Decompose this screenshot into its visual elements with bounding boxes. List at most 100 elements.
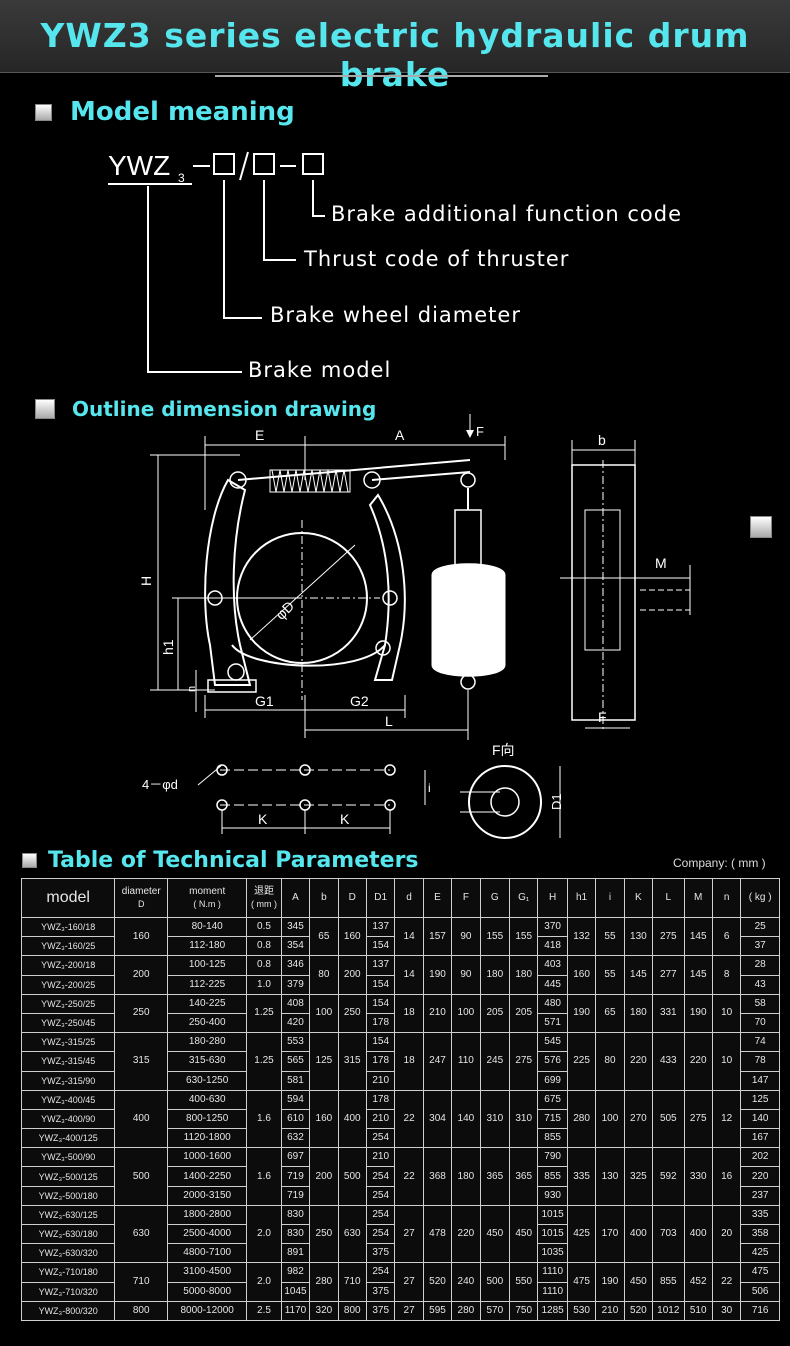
- table-cell: 140: [451, 1089, 481, 1149]
- dim-H: H: [138, 576, 154, 586]
- table-cell: 100: [595, 1089, 625, 1149]
- table-cell: YWZ₃-500/125: [20, 1166, 116, 1187]
- table-cell: 480: [537, 993, 568, 1014]
- table-cell: 250: [337, 993, 367, 1034]
- table-cell: 632: [280, 1128, 311, 1149]
- label-thrust-code: Thrust code of thruster: [304, 247, 570, 271]
- table-cell: 719: [280, 1166, 311, 1187]
- table-cell: 167: [740, 1128, 780, 1149]
- table-cell: 16: [711, 1147, 742, 1206]
- table-cell: 154: [365, 1032, 396, 1053]
- table-cell: YWZ₃-630/180: [20, 1223, 116, 1245]
- column-header: L: [652, 878, 685, 918]
- column-header: d: [394, 878, 424, 918]
- table-cell: 254: [365, 1223, 396, 1245]
- table-cell: 610: [280, 1108, 311, 1130]
- table-cell: 475: [566, 1262, 597, 1302]
- table-cell: 2000-3150: [167, 1185, 248, 1206]
- table-cell: 125: [309, 1032, 339, 1091]
- column-header: n: [711, 878, 742, 918]
- dim-L: L: [385, 713, 393, 729]
- table-cell: 830: [280, 1223, 311, 1245]
- table-cell: YWZ₃-500/180: [20, 1185, 116, 1206]
- table-cell: 425: [566, 1204, 597, 1264]
- table-cell: 140-225: [167, 993, 248, 1014]
- table-cell: 160: [566, 955, 597, 995]
- table-cell: 154: [365, 936, 396, 957]
- table-cell: 370: [537, 916, 568, 938]
- table-cell: 275: [652, 916, 685, 957]
- table-cell: 210: [422, 993, 453, 1034]
- table-cell: 190: [566, 993, 597, 1034]
- dim-G1: G1: [255, 693, 274, 709]
- column-header: i: [595, 878, 625, 918]
- table-cell: 220: [451, 1204, 481, 1264]
- table-cell: 180: [623, 993, 654, 1034]
- table-cell: 180-280: [167, 1032, 248, 1053]
- table-cell: 365: [509, 1147, 539, 1206]
- table-cell: 855: [537, 1128, 568, 1149]
- table-cell: 130: [595, 1147, 625, 1206]
- table-cell: 90: [451, 955, 481, 995]
- table-cell: 1035: [537, 1243, 568, 1264]
- column-header: moment( N.m ): [167, 878, 248, 918]
- table-cell: 1.0: [246, 974, 282, 995]
- table-cell: 14: [394, 916, 424, 957]
- table-cell: 80: [309, 955, 339, 995]
- table-cell: 280: [566, 1089, 597, 1149]
- table-cell: 630: [114, 1204, 169, 1264]
- table-cell: 530: [566, 1300, 597, 1321]
- section-table: Table of Technical Parameters: [22, 848, 419, 873]
- label-brake-model: Brake model: [248, 358, 392, 382]
- table-cell: 22: [711, 1262, 742, 1302]
- table-cell: 375: [365, 1243, 396, 1264]
- table-cell: 520: [422, 1262, 453, 1302]
- column-header: G: [479, 878, 511, 918]
- table-cell: 1120-1800: [167, 1128, 248, 1149]
- table-cell: 452: [683, 1262, 713, 1302]
- table-cell: YWZ₃-315/90: [20, 1070, 116, 1091]
- table-cell: 205: [479, 993, 511, 1034]
- table-cell: 147: [740, 1070, 780, 1091]
- column-header: h1: [566, 878, 597, 918]
- table-cell: YWZ₃-160/25: [20, 936, 116, 957]
- table-cell: 180: [479, 955, 511, 995]
- table-cell: 27: [394, 1204, 424, 1264]
- table-cell: 2500-4000: [167, 1223, 248, 1245]
- table-cell: 1000-1600: [167, 1147, 248, 1168]
- table-cell: 330: [683, 1147, 713, 1206]
- dim-K-left: K: [258, 811, 268, 827]
- table-cell: 630-1250: [167, 1070, 248, 1091]
- table-cell: 280: [309, 1262, 339, 1302]
- table-cell: 28: [740, 955, 780, 976]
- column-header: M: [683, 878, 713, 918]
- table-cell: 180: [509, 955, 539, 995]
- table-cell: 703: [652, 1204, 685, 1264]
- table-cell: 1015: [537, 1223, 568, 1245]
- table-cell: 403: [537, 955, 568, 976]
- table-cell: YWZ₃-315/45: [20, 1051, 116, 1072]
- table-cell: 137: [365, 955, 396, 976]
- table-cell: 699: [537, 1070, 568, 1091]
- table-cell: 315: [114, 1032, 169, 1091]
- dim-D1: D1: [549, 793, 564, 810]
- table-cell: 450: [623, 1262, 654, 1302]
- table-cell: 450: [509, 1204, 539, 1264]
- table-cell: 592: [652, 1147, 685, 1206]
- column-header: D: [337, 878, 367, 918]
- table-cell: 1170: [280, 1300, 311, 1321]
- table-cell: 10: [711, 993, 742, 1034]
- section-model-meaning: Model meaning: [35, 97, 295, 127]
- table-cell: 160: [337, 916, 367, 957]
- section-title: Outline dimension drawing: [72, 397, 377, 421]
- table-cell: 1110: [537, 1281, 568, 1302]
- table-cell: 505: [652, 1089, 685, 1149]
- label-function-code: Brake additional function code: [331, 202, 682, 226]
- table-cell: 830: [280, 1204, 311, 1226]
